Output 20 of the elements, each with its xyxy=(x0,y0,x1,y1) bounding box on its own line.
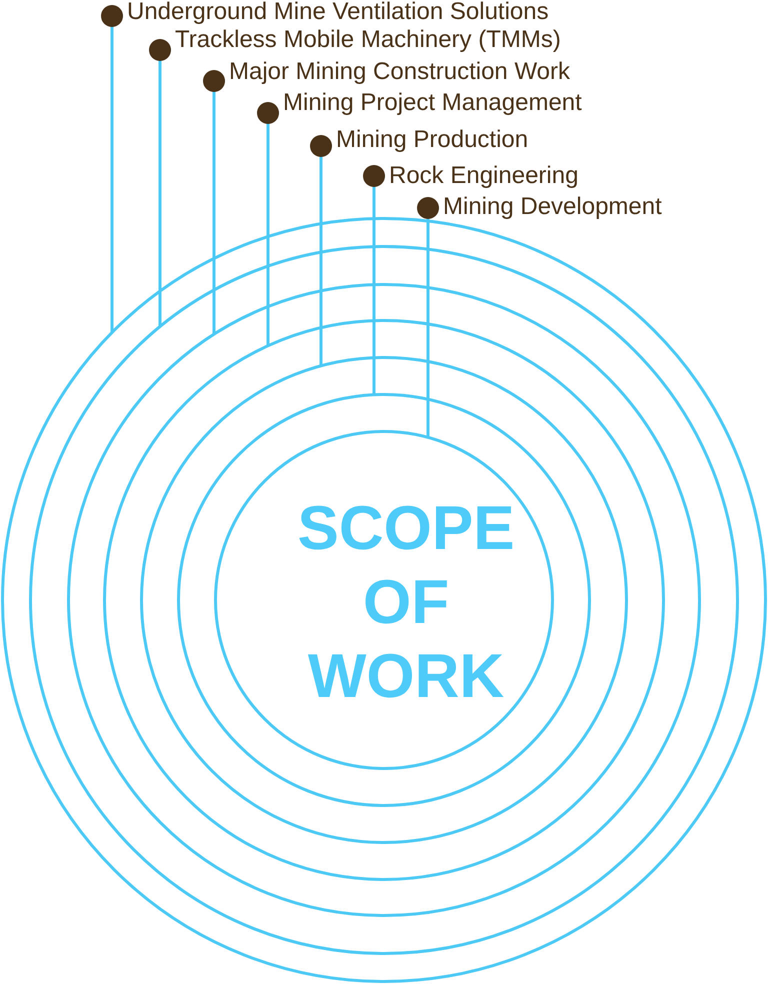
leader-line xyxy=(149,39,171,327)
leader-line xyxy=(310,135,332,366)
leader-line xyxy=(417,197,439,438)
leader-line xyxy=(363,165,385,395)
circle-ring xyxy=(214,430,554,770)
item-label: Mining Production xyxy=(332,128,528,152)
item-label: Major Mining Construction Work xyxy=(225,60,570,84)
item-label: Trackless Mobile Machinery (TMMs) xyxy=(171,28,561,52)
item-label: Underground Mine Ventilation Solutions xyxy=(123,0,549,24)
circle-ring xyxy=(103,319,665,881)
leader-line xyxy=(203,70,225,334)
center-title: SCOPE OF WORK xyxy=(298,493,515,713)
circle-ring xyxy=(177,393,591,807)
circle-ring xyxy=(67,283,701,917)
item-label: Mining Project Management xyxy=(279,91,582,115)
leader-line xyxy=(257,102,279,346)
item-label: Rock Engineering xyxy=(385,164,578,188)
item-label: Mining Development xyxy=(439,195,662,219)
leader-line xyxy=(101,5,123,332)
circle-ring xyxy=(140,356,628,844)
